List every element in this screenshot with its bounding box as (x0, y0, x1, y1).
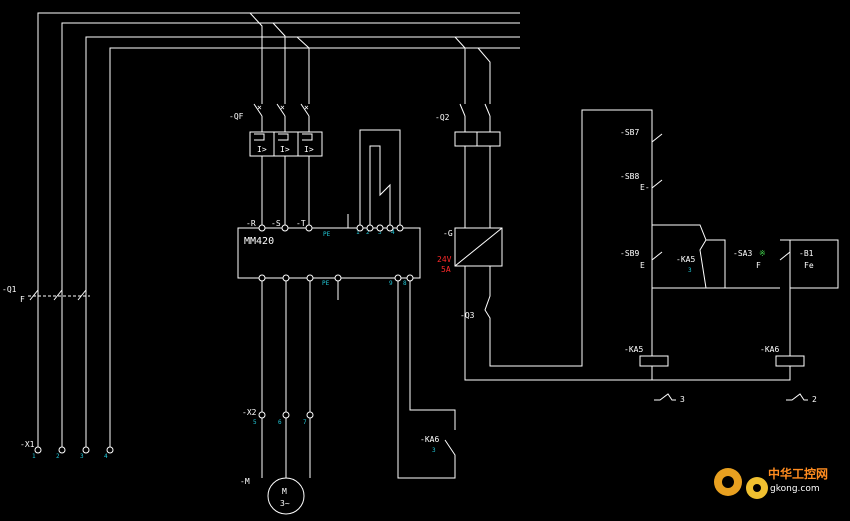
sb7-label: -SB7 (620, 128, 639, 137)
terminal-dot (356, 224, 364, 232)
drive-out-9: 9 (389, 280, 393, 287)
terminal-dot (366, 224, 374, 232)
drive-term-2: 2 (366, 229, 370, 236)
sb9-label: -SB9 (620, 249, 639, 258)
motor-designator: -M (240, 477, 250, 486)
drive-outputs (261, 278, 456, 479)
b1-mark: Fe (804, 261, 814, 270)
watermark: 中华工控网 gkong.com (714, 466, 828, 499)
ka6-contact-sub: 3 (432, 447, 436, 454)
x1-label: -X1 (20, 440, 35, 449)
psu-current: 5A (441, 265, 451, 274)
ka5-contact-label: -KA5 (676, 255, 695, 264)
terminal-dot (282, 411, 290, 419)
svg-text:×: × (257, 103, 262, 112)
terminal-junctions (34, 224, 414, 454)
control-circuit (639, 133, 839, 381)
motor-symbol (267, 477, 305, 515)
ka6-ref: 2 (812, 395, 817, 404)
terminal-dot (394, 274, 402, 282)
motor-m: M (282, 487, 287, 496)
terminal-dot (306, 411, 314, 419)
b1-label: -B1 (799, 249, 814, 258)
terminal-dot (306, 274, 314, 282)
mm420-box (237, 227, 421, 279)
terminal-dot (396, 224, 404, 232)
bus-lines (37, 12, 520, 450)
ka6-contact-label: -KA6 (420, 435, 439, 444)
g-label: -G (443, 229, 453, 238)
sb9-mark: E (640, 261, 645, 270)
x1-term-2: 2 (56, 453, 60, 460)
watermark-title: 中华工控网 (768, 466, 828, 481)
x1-term-4: 4 (104, 453, 108, 460)
sa3-green-mark: ※ (759, 249, 766, 258)
sa3-f: F (756, 261, 761, 270)
x2-term-5: 5 (253, 419, 257, 426)
drive-term-1: 1 (356, 229, 360, 236)
terminal-dot (305, 224, 313, 232)
mm420-label: MM420 (244, 236, 274, 247)
svg-text:×: × (304, 103, 309, 112)
svg-text:I>: I> (257, 145, 267, 154)
terminal-dot (258, 274, 266, 282)
drive-term-3: 3 (378, 229, 382, 236)
q1-label: -Q1 (2, 285, 17, 294)
sa3-label: -SA3 (733, 249, 752, 258)
drive-term-4: 4 (391, 229, 395, 236)
qf-markers: × × × I> I> I> (257, 103, 314, 154)
terminal-dot (334, 274, 342, 282)
terminal-dot (406, 274, 414, 282)
terminal-dot (282, 274, 290, 282)
terminal-dot (34, 446, 42, 454)
q3-label: -Q3 (460, 311, 475, 320)
x2-label: -X2 (242, 408, 257, 417)
q1-mark: F (20, 295, 25, 304)
terminal-dot (281, 224, 289, 232)
terminal-dot (258, 224, 266, 232)
terminal-dot (386, 224, 394, 232)
x2-term-6: 6 (278, 419, 282, 426)
drive-input-t: -T (296, 219, 306, 228)
qf-branch (249, 12, 323, 228)
svg-text:×: × (280, 103, 285, 112)
q2-label: -Q2 (435, 113, 450, 122)
terminal-dot (106, 446, 114, 454)
svg-text:I>: I> (304, 145, 314, 154)
drive-out-8: 8 (403, 280, 407, 287)
x1-term-3: 3 (80, 453, 84, 460)
svg-text:I>: I> (280, 145, 290, 154)
drive-input-s: -S (271, 219, 281, 228)
ka5-ref: 3 (680, 395, 685, 404)
motor-phase: 3~ (280, 499, 290, 508)
q2-branch (454, 36, 660, 381)
q1-switch (28, 289, 90, 301)
terminal-dot (82, 446, 90, 454)
qf-label: -QF (229, 112, 244, 121)
ka5-coil-label: -KA5 (624, 345, 643, 354)
ka5-contact-sub: 3 (688, 267, 692, 274)
pe-top: PE (323, 231, 331, 238)
terminal-dot (258, 411, 266, 419)
drive-control-wiring (347, 129, 401, 228)
watermark-url: gkong.com (770, 484, 820, 494)
terminal-dot (376, 224, 384, 232)
x1-term-1: 1 (32, 453, 36, 460)
terminal-dot (58, 446, 66, 454)
ka6-coil-label: -KA6 (760, 345, 779, 354)
sb8-label: -SB8 (620, 172, 639, 181)
pe-bottom: PE (322, 280, 330, 287)
sb8-mark: E- (640, 183, 650, 192)
drive-input-r: -R (246, 219, 256, 228)
x2-term-7: 7 (303, 419, 307, 426)
psu-voltage: 24V (437, 255, 452, 264)
ref-contacts (654, 393, 808, 401)
